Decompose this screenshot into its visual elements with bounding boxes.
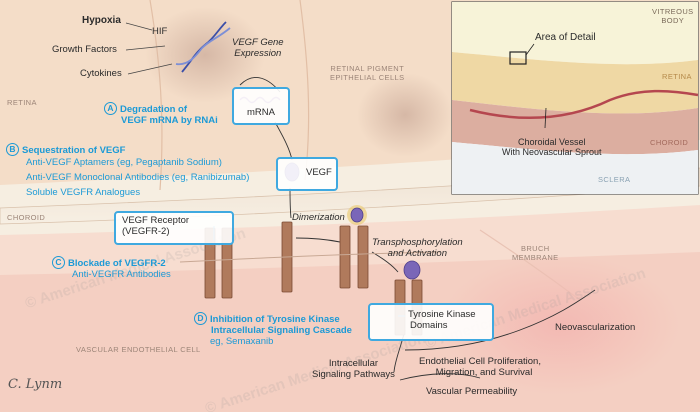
receptor-single — [204, 227, 233, 299]
dimerization-arrow — [295, 237, 341, 243]
bruch-line2: MEMBRANE — [512, 252, 559, 262]
dimerization-label: Dimerization — [292, 212, 345, 223]
inset-vessel-label: Choroidal Vessel With Neovascular Sprout — [502, 137, 602, 158]
endo-line2: Migration, and Survival — [435, 366, 533, 378]
signature: C. Lynm — [8, 377, 63, 392]
transphos-line2: and Activation — [387, 247, 447, 259]
cell-border — [149, 0, 163, 191]
step-c-title-text: Blockade of VEGFR-2 — [68, 258, 166, 269]
vegf-box: VEGF — [276, 157, 338, 191]
rpe-label: RETINAL PIGMENT EPITHELIAL CELLS — [330, 64, 405, 82]
arrow — [125, 22, 153, 31]
step-d-badge: D — [194, 312, 207, 325]
transphos-line1: Transphosphorylation — [372, 237, 463, 248]
proliferation-arrow — [404, 289, 596, 351]
receptor-line1: VEGF Receptor — [122, 215, 190, 226]
step-b-item: Anti-VEGF Aptamers (eg, Pegaptanib Sodiu… — [26, 157, 222, 168]
step-a-line1: Degradation of — [120, 104, 188, 115]
inset-retina-label: RETINA — [662, 72, 692, 81]
vegf-gene-line2: Expression — [234, 47, 282, 59]
vascular-endothelial-label: VASCULAR ENDOTHELIAL CELL — [76, 345, 201, 354]
step-a-line2: VEGF mRNA by RNAi — [121, 114, 218, 126]
vegf-gene-label: VEGF Gene Expression — [232, 37, 284, 60]
intracellular-line1: Intracellular — [328, 358, 379, 369]
neovascularization-label: Neovascularization — [555, 322, 636, 333]
inset-choroid-label: CHOROID — [650, 138, 689, 147]
arrow — [127, 63, 173, 75]
rpe-line1: RETINAL PIGMENT — [330, 64, 405, 73]
receptor-dimer — [339, 225, 369, 289]
tk-line2: Domains — [410, 319, 448, 331]
tk-box: Tyrosine Kinase Domains — [368, 303, 494, 341]
step-c-sub: Anti-VEGFR Antibodies — [72, 269, 171, 280]
vegf-label: VEGF — [306, 167, 332, 178]
intracellular-line2: Signaling Pathways — [312, 368, 395, 380]
step-d-line2: Intracellular Signaling Cascade — [211, 324, 352, 336]
step-a-badge: A — [104, 102, 117, 115]
tk-label: Tyrosine Kinase Domains — [408, 309, 476, 332]
cytokines-label: Cytokines — [80, 68, 122, 79]
step-d-sub: eg, Semaxanib — [210, 336, 274, 347]
hypoxia-label: Hypoxia — [82, 15, 121, 26]
inset-sclera-label: SCLERA — [598, 175, 631, 184]
neovascular-glow — [440, 255, 680, 395]
vitreous-line2: BODY — [661, 15, 685, 25]
receptor-box: VEGF Receptor (VEGFR-2) — [114, 211, 234, 245]
hif-label: HIF — [152, 26, 168, 37]
inset-vitreous-label: VITREOUS BODY — [652, 7, 694, 25]
endo-line1: Endothelial Cell Proliferation, — [419, 356, 541, 367]
bruch-label: BRUCH MEMBRANE — [512, 244, 559, 262]
transphos-label: Transphosphorylation and Activation — [372, 237, 463, 260]
mrna-label: mRNA — [247, 107, 275, 118]
vessel-line2: With Neovascular Sprout — [502, 147, 602, 158]
intracellular-label: Intracellular Signaling Pathways — [312, 358, 395, 381]
growth-factors-label: Growth Factors — [52, 44, 117, 55]
step-d-line1: Inhibition of Tyrosine Kinase — [210, 314, 340, 325]
step-b-badge: B — [6, 143, 19, 156]
vegf-molecule — [350, 207, 364, 223]
choroid-label: CHOROID — [7, 213, 46, 222]
vegf-molecule — [403, 260, 421, 280]
arrow — [125, 45, 166, 51]
vegf-gene-line1: VEGF Gene — [232, 37, 284, 48]
step-b-title-text: Sequestration of VEGF — [22, 145, 126, 156]
cell-membrane — [179, 251, 441, 263]
retina-label: RETINA — [7, 98, 37, 107]
receptor-label: VEGF Receptor (VEGFR-2) — [122, 215, 190, 238]
receptor-line2: (VEGFR-2) — [122, 225, 170, 237]
area-of-detail-label: Area of Detail — [535, 32, 596, 43]
step-b-item: Anti-VEGF Monoclonal Antibodies (eg, Ran… — [26, 172, 250, 183]
endo-label: Endothelial Cell Proliferation, Migratio… — [419, 356, 541, 379]
nucleus — [357, 73, 453, 157]
rpe-line2: EPITHELIAL CELLS — [330, 72, 405, 82]
step-c-badge: C — [52, 256, 65, 269]
inset-panel — [451, 1, 699, 195]
tk-line1: Tyrosine Kinase — [408, 309, 476, 320]
nucleus — [145, 7, 265, 103]
vascular-permeability-label: Vascular Permeability — [426, 386, 518, 397]
vessel-line1: Choroidal Vessel — [518, 137, 586, 147]
mrna-box: mRNA — [232, 87, 290, 125]
vitreous-line1: VITREOUS — [652, 7, 694, 16]
step-b-item: Soluble VEGFR Analogues — [26, 187, 141, 198]
bruch-line1: BRUCH — [520, 244, 550, 253]
dna-strand — [175, 27, 231, 66]
permeability-arrow — [399, 373, 481, 381]
